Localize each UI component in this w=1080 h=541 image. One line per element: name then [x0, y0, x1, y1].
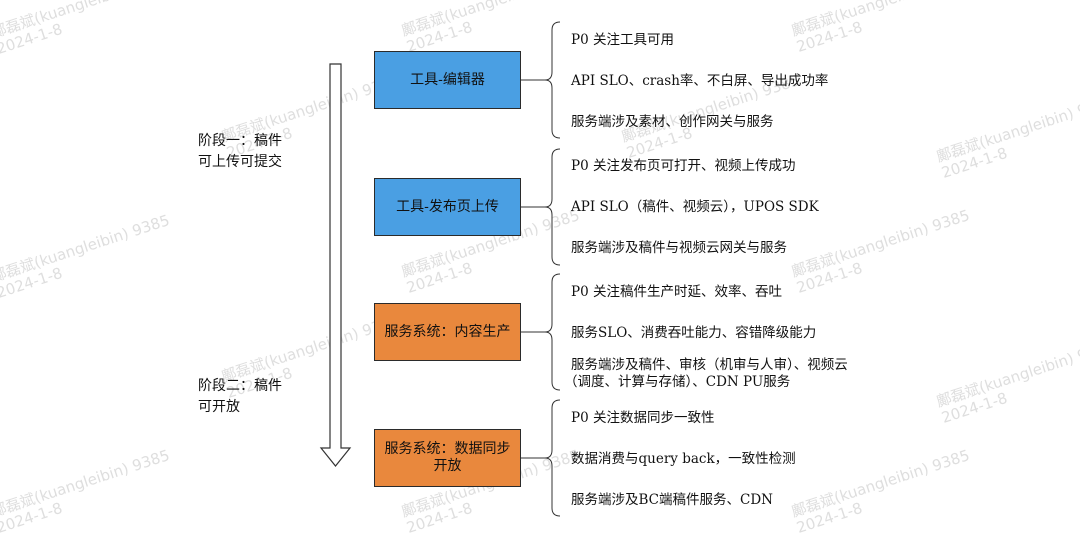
box-service-data-sync-open: 服务系统：数据同步开放 — [374, 429, 521, 487]
list-item: 服务端涉及稿件与视频云网关与服务 — [571, 240, 787, 256]
list-item: P0 关注发布页可打开、视频上传成功 — [571, 158, 796, 174]
list-item: 数据消费与query back，一致性检测 — [571, 451, 796, 467]
timeline-down-arrow — [319, 63, 352, 467]
list-item: P0 关注稿件生产时延、效率、吞吐 — [571, 284, 782, 300]
stage-1-label: 阶段一：稿件可上传可提交 — [198, 133, 282, 170]
brace — [544, 399, 561, 517]
list-item: P0 关注数据同步一致性 — [571, 410, 715, 426]
list-item: API SLO、crash率、不白屏、导出成功率 — [571, 73, 829, 89]
list-item: 服务端涉及素材、创作网关与服务 — [571, 114, 774, 130]
brace — [544, 21, 561, 139]
box-service-content-production: 服务系统：内容生产 — [374, 303, 521, 361]
list-item: P0 关注工具可用 — [571, 32, 674, 48]
brace — [544, 273, 561, 391]
list-item: 服务端涉及BC端稿件服务、CDN — [571, 492, 773, 508]
box-tool-editor: 工具-编辑器 — [374, 51, 521, 109]
brace — [544, 148, 561, 266]
list-item: 服务端涉及稿件、审核（机审与人审）、视频云 — [571, 357, 848, 373]
list-item: 服务SLO、消费吞吐能力、容错降级能力 — [571, 325, 817, 341]
list-item: API SLO（稿件、视频云），UPOS SDK — [571, 199, 819, 215]
stage-2-label: 阶段二：稿件可开放 — [198, 378, 282, 415]
box-tool-publish-upload: 工具-发布页上传 — [374, 178, 521, 236]
list-item: （调度、计算与存储）、CDN PU服务 — [564, 374, 791, 390]
